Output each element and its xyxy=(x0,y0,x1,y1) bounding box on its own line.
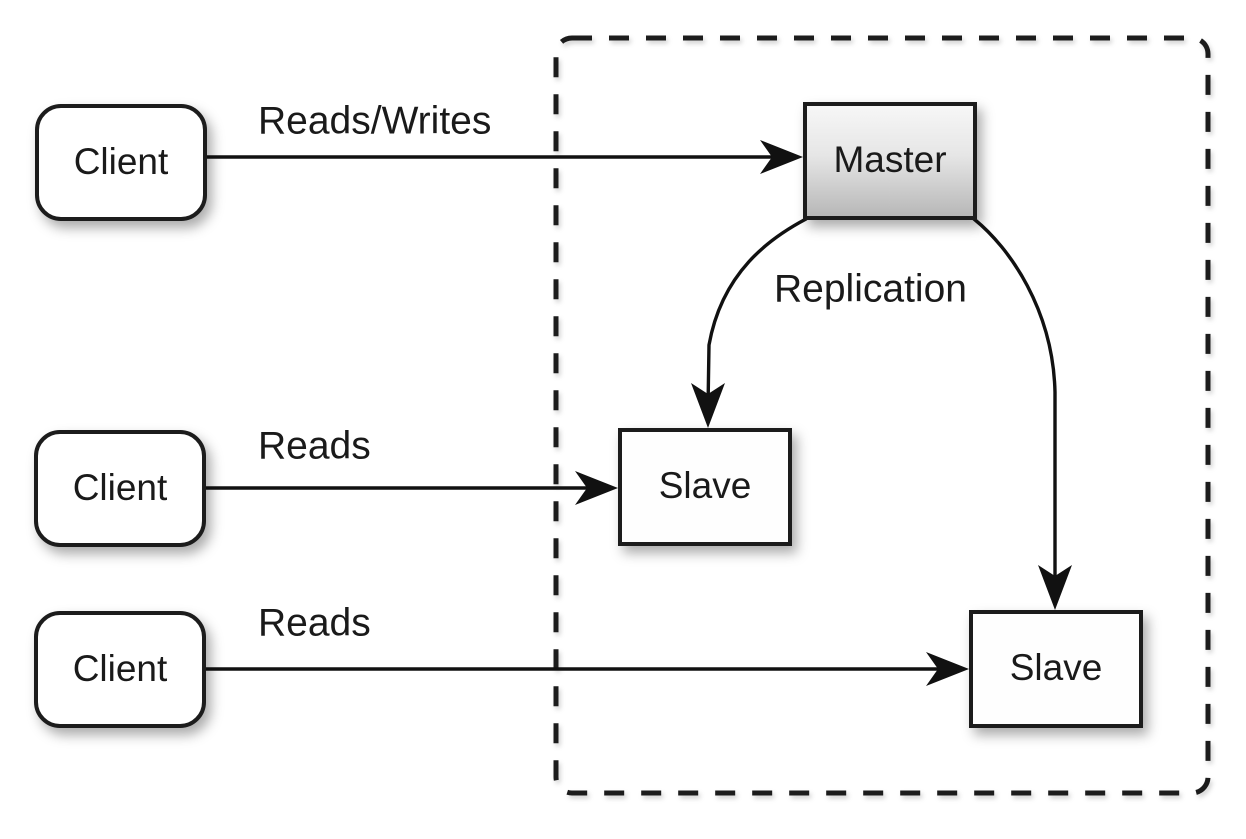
node-client-3[interactable]: Client xyxy=(34,611,206,728)
client-3-box[interactable] xyxy=(34,611,206,728)
node-client-1[interactable]: Client xyxy=(35,104,207,221)
arrowhead-to-slave2 xyxy=(926,652,969,686)
client-2-box[interactable] xyxy=(34,430,206,547)
edge-label-replication: Replication xyxy=(774,267,967,310)
edge-master-slave2 xyxy=(972,217,1072,610)
node-slave-2[interactable]: Slave xyxy=(969,610,1143,728)
slave-1-label: Slave xyxy=(659,465,752,506)
slave-2-label: Slave xyxy=(1010,647,1103,688)
edge-curve-master-slave2 xyxy=(972,217,1057,592)
master-label: Master xyxy=(833,139,946,180)
arrowhead-to-master xyxy=(760,140,803,174)
master-box[interactable] xyxy=(803,102,977,220)
replication-cluster-boundary xyxy=(553,35,1211,796)
edge-label-reads-slave1: Reads xyxy=(258,424,371,467)
arrowhead-to-slave1 xyxy=(575,471,618,505)
client-1-label: Client xyxy=(74,141,169,182)
slave-2-box[interactable] xyxy=(969,610,1143,728)
edge-label-reads-slave2: Reads xyxy=(258,601,371,644)
edge-curve-master-slave1 xyxy=(706,217,808,410)
edge-client3-slave2 xyxy=(204,652,969,686)
node-slave-1[interactable]: Slave xyxy=(618,428,792,546)
arrowhead-replication-slave2 xyxy=(1038,565,1072,610)
node-master[interactable]: Master xyxy=(803,102,977,220)
edge-master-slave1 xyxy=(691,217,808,428)
node-client-2[interactable]: Client xyxy=(34,430,206,547)
client-1-box[interactable] xyxy=(35,104,207,221)
edge-client2-slave1 xyxy=(204,471,618,505)
client-3-label: Client xyxy=(73,648,168,689)
slave-1-box[interactable] xyxy=(618,428,792,546)
cluster-boundary-rect xyxy=(553,35,1211,796)
edge-label-reads-writes: Reads/Writes xyxy=(258,99,491,142)
client-2-label: Client xyxy=(73,467,168,508)
arrowhead-replication-slave1 xyxy=(691,383,725,428)
edge-client1-master xyxy=(205,140,803,174)
